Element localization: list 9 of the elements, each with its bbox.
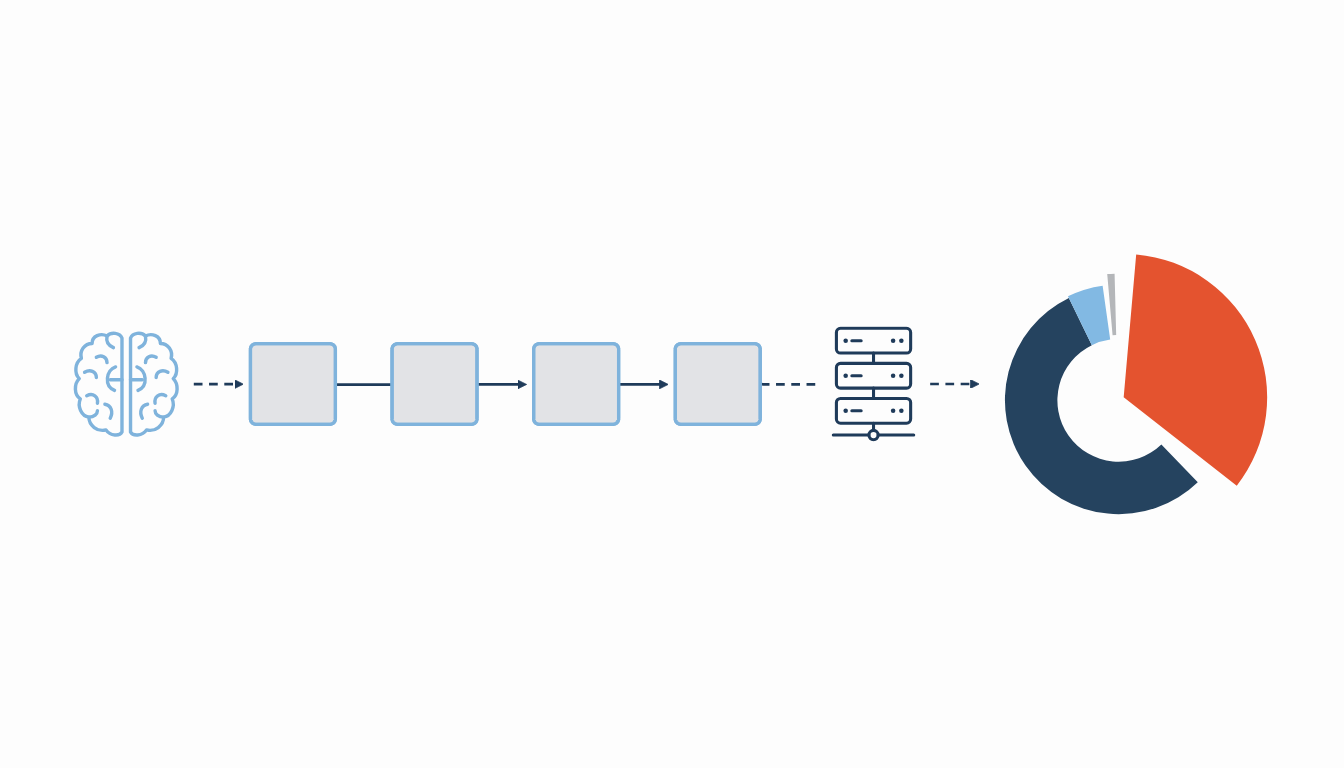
server-icon bbox=[829, 326, 918, 442]
arrow bbox=[619, 379, 669, 390]
process-box bbox=[248, 342, 338, 426]
dashed-arrow bbox=[930, 379, 980, 389]
process-box bbox=[673, 342, 762, 426]
dashed-arrow bbox=[193, 379, 244, 389]
process-box bbox=[532, 342, 621, 426]
brain-icon bbox=[71, 329, 181, 439]
process-box bbox=[390, 342, 479, 426]
